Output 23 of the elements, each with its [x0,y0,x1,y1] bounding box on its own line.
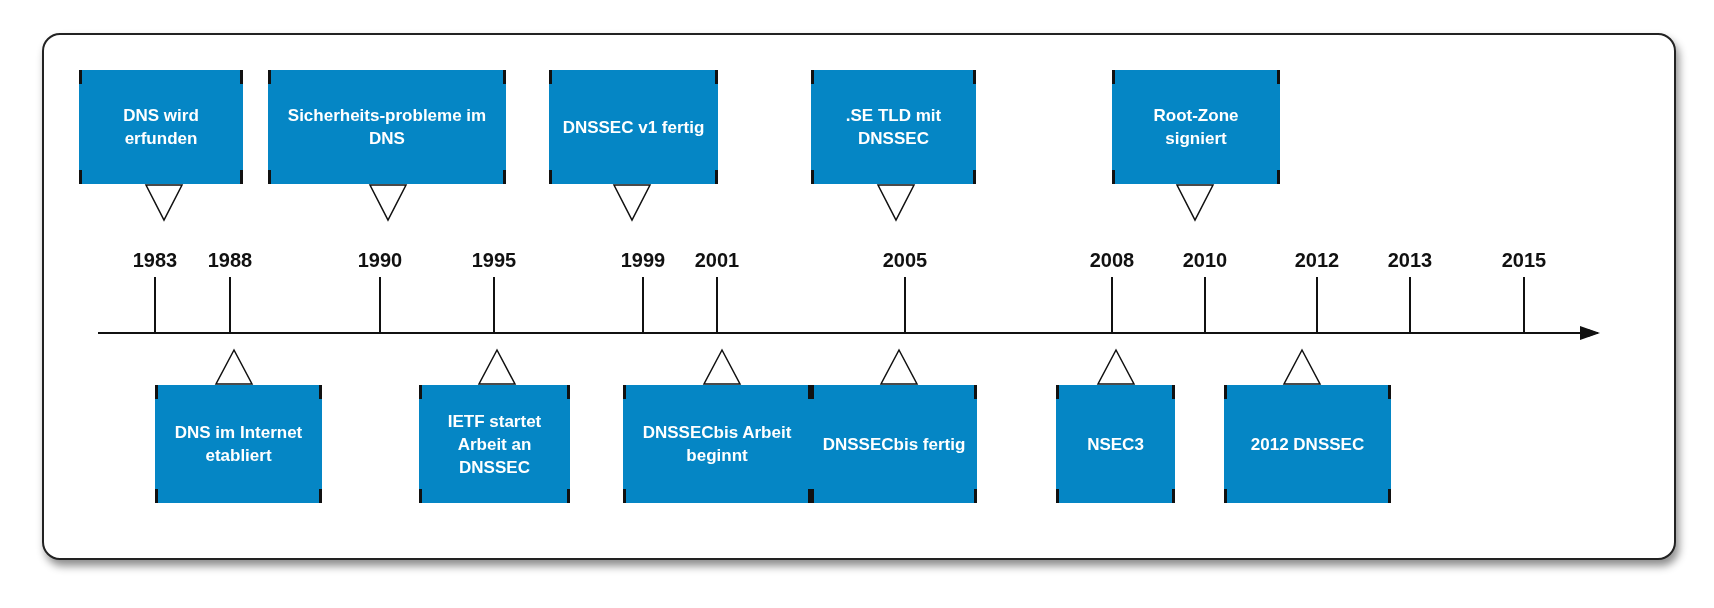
year-label: 1983 [132,249,178,272]
year-label: 2008 [1089,249,1135,272]
event-callout: Root-Zone signiert [1112,70,1280,184]
year-label: 1999 [620,249,666,272]
event-callout: .SE TLD mit DNSSEC [811,70,976,184]
event-callout: IETF startet Arbeit an DNSSEC [419,385,570,503]
year-label: 2012 [1294,249,1340,272]
event-callout: DNSSEC v1 fertig [549,70,718,184]
year-label: 2013 [1387,249,1433,272]
year-label: 1988 [207,249,253,272]
year-label: 1990 [357,249,403,272]
event-callout: DNS im Internet etabliert [155,385,322,503]
year-label: 2010 [1182,249,1228,272]
event-callout: 2012 DNSSEC [1224,385,1391,503]
year-label: 1995 [471,249,517,272]
event-callout: NSEC3 [1056,385,1175,503]
event-callout: DNS wird erfunden [79,70,243,184]
event-callout: Sicherheits-probleme im DNS [268,70,506,184]
event-callout: DNSSECbis fertig [811,385,977,503]
event-callout: DNSSECbis Arbeit beginnt [623,385,811,503]
year-label: 2015 [1501,249,1547,272]
year-label: 2005 [882,249,928,272]
year-label: 2001 [694,249,740,272]
